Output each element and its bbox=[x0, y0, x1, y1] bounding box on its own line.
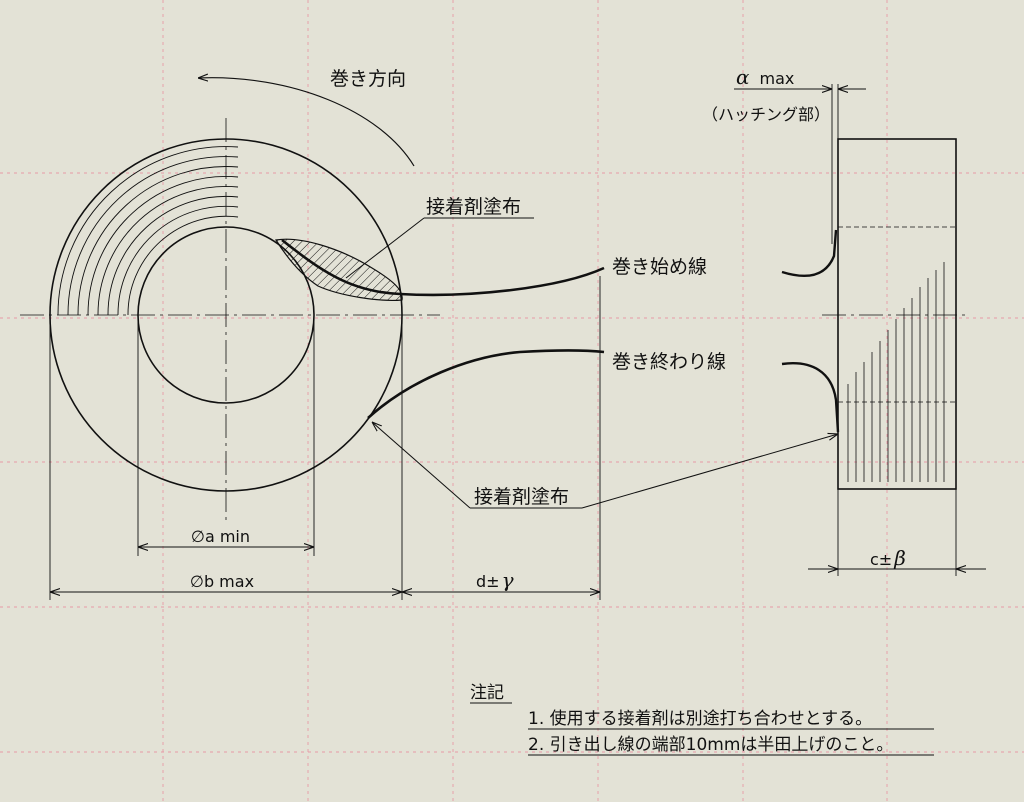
dimension-lines-front bbox=[49, 276, 601, 600]
note-item-2: 2. 引き出し線の端部10mmは半田上げのこと。 bbox=[528, 735, 893, 755]
note-item-1: 1. 使用する接着剤は別途打ち合わせとする。 bbox=[528, 708, 872, 729]
dimension-a-label: ∅a min bbox=[191, 527, 250, 546]
side-end-lead bbox=[781, 362, 840, 433]
winding-start-lead bbox=[281, 238, 605, 297]
hatching-label: （ハッチング部） bbox=[702, 105, 830, 124]
winding-arcs bbox=[57, 146, 239, 316]
winding-direction-label: 巻き方向 bbox=[330, 68, 406, 90]
side-view-body bbox=[837, 138, 957, 490]
dimension-c-label: c±β bbox=[870, 546, 906, 570]
coil-front-view bbox=[20, 118, 605, 520]
adhesive-top-leader bbox=[345, 217, 534, 279]
side-start-lead bbox=[781, 229, 838, 278]
winding-start-label: 巻き始め線 bbox=[612, 256, 707, 278]
dimension-b-label: ∅b max bbox=[190, 572, 254, 591]
dimension-d-label: d±γ bbox=[476, 568, 514, 592]
adhesive-bottom-leader bbox=[372, 422, 838, 509]
winding-direction-arrow bbox=[198, 78, 415, 167]
notes-title: 注記 bbox=[470, 683, 504, 703]
centerlines-front bbox=[20, 118, 440, 520]
adhesive-bottom-label: 接着剤塗布 bbox=[474, 485, 569, 508]
winding-end-lead bbox=[367, 349, 605, 419]
adhesive-top-label: 接着剤塗布 bbox=[426, 195, 521, 218]
adhesive-hatched-area bbox=[275, 238, 403, 301]
notes: 注記 1. 使用する接着剤は別途打ち合わせとする。 2. 引き出し線の端部10m… bbox=[470, 683, 934, 756]
coil-side-view bbox=[734, 84, 986, 576]
winding-end-label: 巻き終わり線 bbox=[612, 351, 726, 373]
side-hatching bbox=[847, 262, 945, 482]
